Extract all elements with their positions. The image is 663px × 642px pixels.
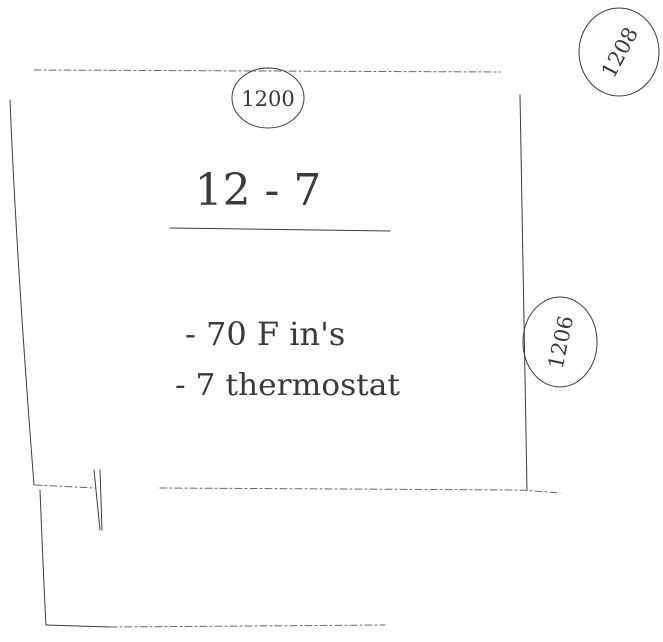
callout-label-top: 1200 (241, 87, 294, 111)
sub-box-bottom-edge-dashed (109, 624, 386, 628)
bottom-edge-tick (93, 469, 101, 531)
note-line-1: - 70 F in's (185, 315, 345, 353)
sub-box-bottom-edge (45, 624, 111, 628)
bottom-edge-tick-2 (99, 469, 103, 531)
heading-underline (169, 227, 391, 232)
box-right-edge (519, 94, 528, 491)
note-line-2: - 7 thermostat (175, 368, 400, 403)
bottom-edge-extension (519, 489, 561, 494)
box-bottom-edge (34, 484, 521, 491)
sub-box-left-edge (39, 489, 47, 626)
box-left-edge (9, 99, 35, 486)
heading-text: 12 - 7 (195, 165, 322, 216)
callout-circle-right (522, 296, 598, 388)
callout-circle-corner (578, 7, 660, 97)
callout-circle-top (231, 67, 305, 129)
box-top-edge (33, 69, 501, 73)
callout-label-corner: 1208 (597, 23, 643, 81)
callout-label-right: 1206 (544, 314, 579, 371)
